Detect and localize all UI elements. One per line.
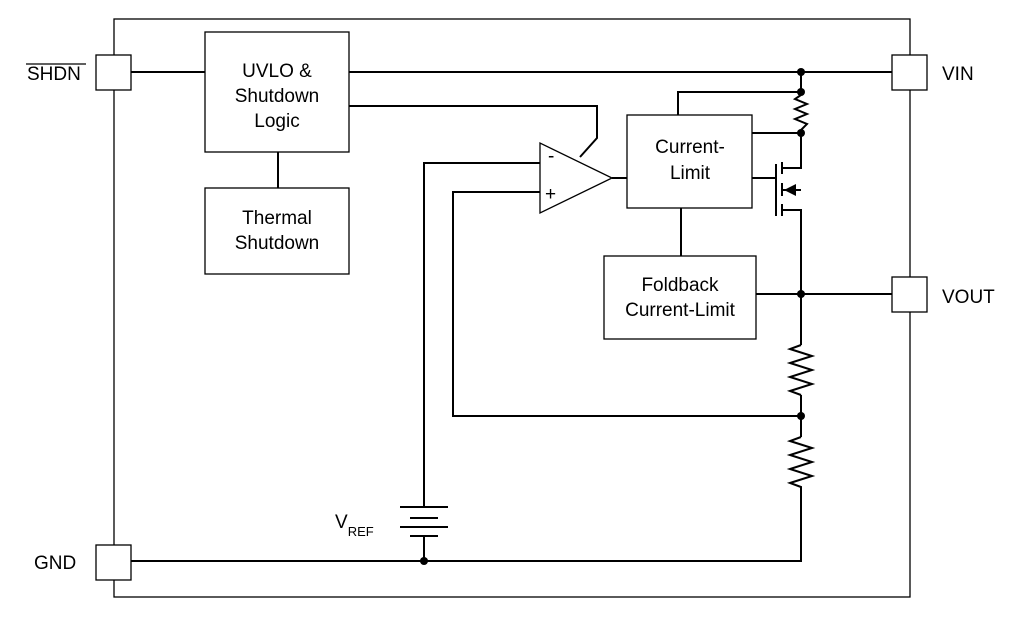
feedback-resistor-top [786, 344, 816, 396]
uvlo-block: UVLO & Shutdown Logic [204, 31, 350, 153]
pin-vin: VIN [891, 54, 974, 91]
junction-dots [420, 68, 805, 565]
sense-resistor [792, 94, 810, 131]
pass-transistor [775, 162, 801, 216]
vin-label: VIN [942, 64, 974, 85]
current-limit-line-1: Current- [655, 137, 725, 158]
vref-label: VREF [335, 512, 374, 539]
foldback-block: Foldback Current-Limit [603, 255, 757, 340]
pin-vout: VOUT [891, 276, 995, 313]
pin-shdn: SHDN [26, 54, 132, 91]
shdn-label: SHDN [27, 64, 81, 85]
vout-label: VOUT [942, 287, 995, 308]
vref-battery: VREF [335, 506, 448, 539]
wires [131, 71, 892, 562]
current-limit-block: Current- Limit [626, 114, 753, 209]
thermal-line-2: Shutdown [235, 233, 320, 254]
thermal-block: Thermal Shutdown [204, 187, 350, 275]
gnd-label: GND [34, 553, 76, 574]
thermal-line-1: Thermal [242, 208, 312, 229]
feedback-resistor-bottom [786, 436, 816, 495]
error-amplifier: - + [539, 141, 614, 215]
pin-gnd: GND [34, 544, 132, 581]
foldback-line-1: Foldback [641, 275, 719, 296]
uvlo-line-3: Logic [254, 111, 299, 132]
transistor-arrow-icon [784, 184, 796, 196]
opamp-noninverting-sign: + [545, 184, 556, 205]
uvlo-line-2: Shutdown [235, 86, 320, 107]
foldback-line-2: Current-Limit [625, 300, 736, 321]
current-limit-line-2: Limit [670, 163, 711, 184]
uvlo-line-1: UVLO & [242, 61, 312, 82]
opamp-inverting-sign: - [548, 146, 554, 167]
